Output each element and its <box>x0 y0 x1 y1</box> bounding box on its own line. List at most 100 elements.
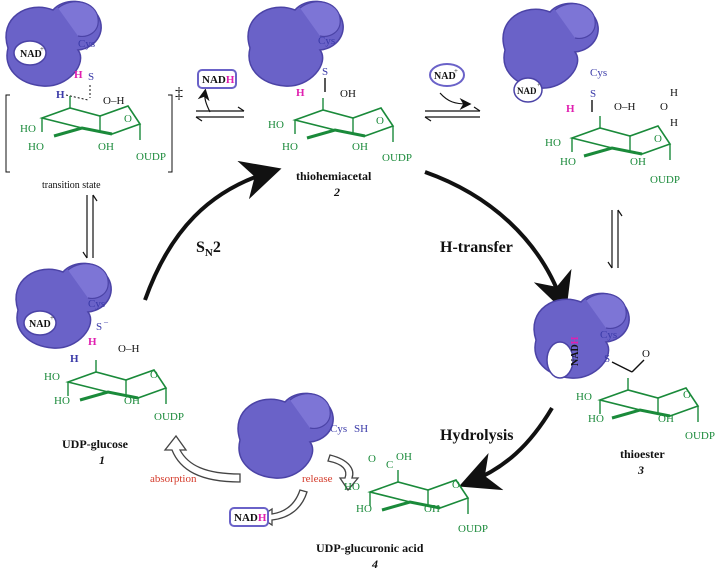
svg-text:+: + <box>40 45 44 53</box>
svg-text:NAD: NAD <box>20 49 42 60</box>
equilibrium-arrow-right-3 <box>607 209 623 269</box>
svg-text:1: 1 <box>99 453 105 467</box>
thiohemiacetal-complex: Cys S H OH HO HO OH O OUDP thiohemiaceta… <box>247 0 412 199</box>
svg-text:Cys: Cys <box>78 38 95 50</box>
svg-text:O: O <box>368 453 376 465</box>
svg-text:S: S <box>88 71 94 83</box>
svg-text:H: H <box>70 353 79 365</box>
svg-text:HO: HO <box>356 503 372 515</box>
svg-text:NADH: NADH <box>202 74 235 86</box>
svg-text:+: + <box>537 83 541 89</box>
svg-text:Cys: Cys <box>88 298 105 310</box>
svg-text:HO: HO <box>545 137 561 149</box>
svg-text:O: O <box>452 479 460 491</box>
udp-glucose-complex: NAD + Cys S – H H O–H HO HO OH O OUDP UD… <box>15 262 184 467</box>
svg-text:Cys: Cys <box>330 423 347 435</box>
release-arrow-top <box>327 454 360 492</box>
svg-text:OH: OH <box>424 503 440 515</box>
svg-text:Cys: Cys <box>318 35 335 47</box>
svg-text:OH: OH <box>396 451 412 463</box>
svg-text:HO: HO <box>282 141 298 153</box>
svg-text:O: O <box>642 348 650 360</box>
svg-text:HO: HO <box>28 141 44 153</box>
svg-text:HO: HO <box>268 119 284 131</box>
svg-text:HO: HO <box>344 481 360 493</box>
thiohemiacetal-label: thiohemiacetal <box>296 169 372 183</box>
svg-text:S: S <box>604 353 610 365</box>
hydride-transfer-complex: NAD + Cys S H O–H H O H HO HO OH O OUDP <box>502 2 680 186</box>
cycle-arrow-sn2 <box>143 160 282 301</box>
svg-text:H: H <box>296 87 305 99</box>
svg-text:H: H <box>88 336 97 348</box>
h-transfer-label: H-transfer <box>440 239 513 256</box>
equilibrium-arrow-ts-1 <box>82 194 98 259</box>
svg-text:O: O <box>654 133 662 145</box>
udp-glucuronic-acid: C OH O HO HO OH O OUDP UDP-glucuronic ac… <box>316 451 488 571</box>
svg-text:O: O <box>660 101 668 113</box>
svg-text:OUDP: OUDP <box>136 151 166 163</box>
svg-text:H: H <box>74 69 83 81</box>
svg-text:HO: HO <box>20 123 36 135</box>
svg-text:HO: HO <box>588 413 604 425</box>
cycle-arrow-htransfer <box>424 170 572 314</box>
svg-text:O: O <box>683 389 691 401</box>
transition-state-complex: NAD + Cys S H H O–H HO HO OH O OUDP ‡ tr… <box>5 0 183 191</box>
nadh-box-bottom: NADH <box>229 507 269 527</box>
svg-text:Cys: Cys <box>600 329 617 341</box>
svg-text:NADH: NADH <box>234 512 267 524</box>
equilibrium-arrow-ts-2 <box>195 106 245 122</box>
svg-text:2: 2 <box>333 185 340 199</box>
nad-in-arrow <box>439 92 472 110</box>
svg-text:O–H: O–H <box>614 101 635 113</box>
udp-glucuronic-label: UDP-glucuronic acid <box>316 541 424 555</box>
svg-text:OH: OH <box>340 88 356 100</box>
svg-text:NADH: NADH <box>570 336 581 366</box>
svg-text:4: 4 <box>371 557 378 571</box>
cycle-arrow-hydrolysis <box>458 406 554 491</box>
free-enzyme: Cys SH <box>237 392 368 479</box>
svg-text:O: O <box>376 115 384 127</box>
transition-state-label: transition state <box>42 180 101 191</box>
svg-text:HO: HO <box>44 371 60 383</box>
svg-text:S: S <box>590 88 596 100</box>
equilibrium-arrow-2-right <box>424 106 481 122</box>
svg-text:H: H <box>670 117 678 129</box>
nadh-box-top: NADH <box>197 69 237 89</box>
svg-text:OH: OH <box>98 141 114 153</box>
svg-text:OUDP: OUDP <box>154 411 184 423</box>
svg-text:SH: SH <box>354 423 368 435</box>
svg-text:H: H <box>670 87 678 99</box>
hydrolysis-label: Hydrolysis <box>440 427 514 444</box>
sn2-label: SN2 <box>196 239 221 259</box>
svg-text:O: O <box>124 113 132 125</box>
svg-text:NAD: NAD <box>517 86 537 96</box>
svg-text:OH: OH <box>658 413 674 425</box>
svg-text:OUDP: OUDP <box>650 174 680 186</box>
nadh-out-arrow <box>197 88 211 113</box>
svg-text:HO: HO <box>576 391 592 403</box>
absorption-arrow <box>163 434 241 483</box>
svg-text:H: H <box>56 89 65 101</box>
svg-text:HO: HO <box>54 395 70 407</box>
release-label: release <box>302 473 333 485</box>
svg-text:O–H: O–H <box>118 343 139 355</box>
svg-text:HO: HO <box>560 156 576 168</box>
svg-text:NAD: NAD <box>434 71 456 82</box>
svg-text:OUDP: OUDP <box>458 523 488 535</box>
svg-text:NAD: NAD <box>29 319 51 330</box>
svg-text:H: H <box>566 103 575 115</box>
svg-text:OUDP: OUDP <box>685 430 715 442</box>
udp-glucose-label: UDP-glucose <box>62 437 129 451</box>
svg-text:–: – <box>103 317 109 326</box>
svg-text:C: C <box>386 459 393 471</box>
svg-text:OUDP: OUDP <box>382 152 412 164</box>
svg-text:S: S <box>96 321 102 333</box>
svg-text:OH: OH <box>352 141 368 153</box>
svg-text:S: S <box>322 66 328 78</box>
svg-text:OH: OH <box>630 156 646 168</box>
nad-plus-oval: NAD + <box>429 63 465 87</box>
thioester-label: thioester <box>620 447 665 461</box>
svg-text:3: 3 <box>637 463 644 477</box>
svg-text:+: + <box>50 314 54 322</box>
